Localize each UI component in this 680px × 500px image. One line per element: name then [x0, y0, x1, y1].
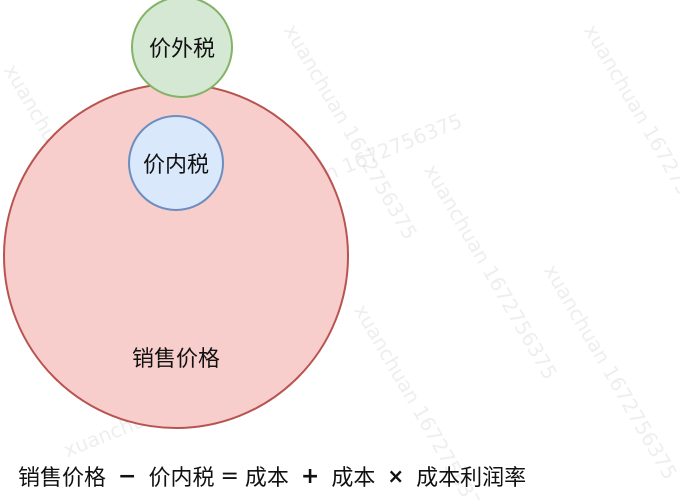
equals-operator: =: [220, 463, 239, 489]
times-operator: ×: [387, 464, 405, 488]
formula-term-cost: 成本: [244, 466, 289, 491]
formula-term-inclusive-tax: 价内税: [148, 466, 215, 491]
formula-term-cost-2: 成本: [331, 466, 376, 491]
formula: 销售价格 − 价内税 = 成本 + 成本 × 成本利润率: [18, 458, 526, 494]
minus-operator: −: [118, 463, 137, 489]
formula-term-sales-price: 销售价格: [18, 466, 107, 491]
top-circle: [131, 0, 233, 98]
inner-circle-label: 价内税: [142, 153, 210, 178]
outer-circle-label: 销售价格: [131, 347, 221, 372]
formula-term-profit-rate: 成本利润率: [416, 466, 527, 491]
plus-operator: +: [300, 463, 320, 489]
inner-circle: [128, 115, 224, 211]
top-circle-label: 价外税: [148, 37, 216, 62]
